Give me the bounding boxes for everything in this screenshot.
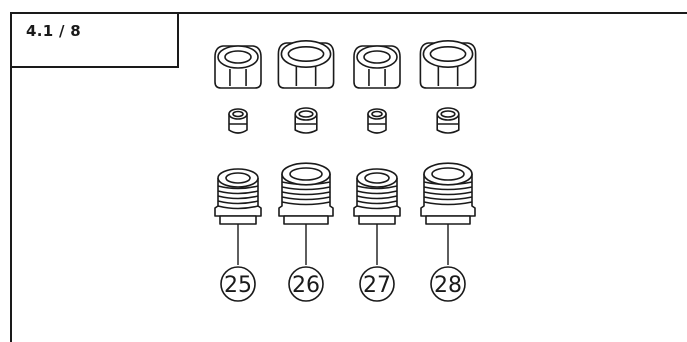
part-number-label: 27 (363, 273, 391, 298)
thread-line (217, 185, 259, 190)
thread-line (217, 205, 259, 210)
thread-line (281, 191, 331, 196)
body-bore (225, 172, 251, 184)
thread-line (217, 200, 259, 205)
body-bore (364, 172, 390, 184)
thread-line (281, 186, 331, 191)
part-28: 28 (419, 39, 477, 302)
nut-bore (224, 50, 252, 64)
insert-bore (298, 110, 314, 118)
number-balloon (288, 266, 324, 302)
part-number-label: 26 (292, 273, 320, 298)
body-bore (431, 167, 465, 181)
thread-line (356, 200, 398, 205)
fittings-illustration: 25 26 27 28 (214, 39, 477, 302)
figure-frame (10, 12, 687, 342)
part-25: 25 (214, 45, 262, 302)
nut-bore (287, 45, 325, 62)
thread-line (423, 196, 473, 201)
body-tail (283, 215, 329, 225)
section-label: 4.1 / 8 (26, 22, 82, 40)
number-balloon (359, 266, 395, 302)
thread-line (423, 201, 473, 206)
part-26: 26 (277, 39, 335, 302)
insert-bore (371, 110, 383, 118)
number-balloon (220, 266, 256, 302)
thread-line (356, 190, 398, 195)
thread-line (356, 185, 398, 190)
body-tail (425, 215, 471, 225)
thread-line (356, 195, 398, 200)
nut-bore (363, 50, 391, 64)
part-number-label: 28 (434, 273, 462, 298)
insert-bore (440, 110, 456, 118)
insert-bore (232, 110, 244, 118)
number-balloon (430, 266, 466, 302)
part-number-label: 25 (224, 273, 252, 298)
part-27: 27 (353, 45, 401, 302)
body-tail (219, 215, 257, 225)
nut-bore (429, 45, 467, 62)
thread-line (423, 186, 473, 191)
thread-line (423, 191, 473, 196)
body-tail (358, 215, 396, 225)
section-label-box (10, 12, 179, 68)
thread-line (356, 205, 398, 210)
thread-line (217, 195, 259, 200)
thread-line (281, 201, 331, 206)
body-bore (289, 167, 323, 181)
thread-line (217, 190, 259, 195)
thread-line (281, 196, 331, 201)
